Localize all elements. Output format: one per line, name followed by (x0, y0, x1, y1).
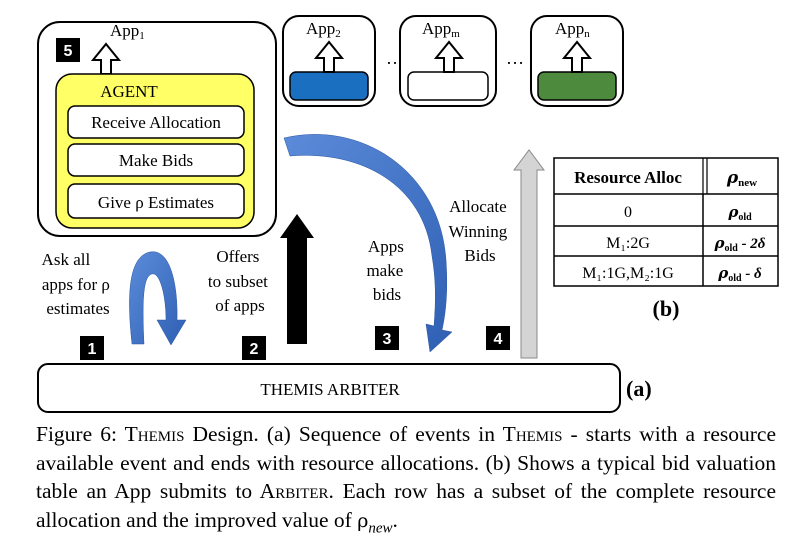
agent-item-label: Make Bids (119, 151, 193, 170)
appm-label: Appm (422, 19, 460, 40)
step-2-text: Offers to subset of apps (208, 247, 272, 315)
appm-up-arrow (433, 40, 465, 73)
app1-up-arrow (90, 42, 122, 75)
caption-label: Figure 6: (36, 422, 125, 446)
step-5-number: 5 (64, 43, 73, 60)
step-1-text: Ask all apps for ρ estimates (42, 250, 115, 318)
step-4-badge (486, 326, 510, 350)
table-cell-value: ρold - 2δ (713, 234, 765, 254)
app2-agent-block (289, 71, 369, 101)
figure-caption: Figure 6: Themis Design. (a) Sequence of… (36, 420, 776, 542)
step-3-badge (375, 326, 399, 350)
step-1-badge (80, 336, 104, 360)
caption-text: Design. (a) Sequence of events in (184, 422, 503, 446)
table-header-rho-new: ρnew (726, 168, 757, 189)
caption-themis: Themis (502, 422, 563, 446)
agent-item-give-estimates (67, 183, 245, 219)
app1-label: App1 (110, 21, 145, 42)
caption-text: - starts with a resource available event… (36, 422, 776, 503)
agent-item-receive-allocation (67, 105, 245, 139)
appn-agent-block (537, 71, 617, 101)
step-4-up-arrow (513, 149, 545, 359)
appn-up-arrow (561, 40, 593, 73)
caption-rho-new: ρnew (357, 509, 393, 536)
step-4-text: Allocate Winning Bids (448, 197, 511, 265)
step-2-up-arrow (280, 214, 314, 344)
table-cell-alloc: 0 (624, 204, 632, 221)
arbiter-label: THEMIS ARBITER (260, 380, 400, 399)
step-1-curved-arrow (129, 251, 187, 346)
table-cell-alloc: M₁:2G (606, 235, 650, 252)
part-b-label: (b) (653, 296, 680, 321)
appm-agent-block (407, 71, 489, 101)
step-4-number: 4 (494, 331, 503, 348)
step-3-curved-arrow (283, 134, 453, 353)
part-a-label: (a) (626, 376, 652, 401)
step-1-number: 1 (88, 341, 97, 358)
step-2-number: 2 (250, 341, 259, 358)
step-5-badge (56, 38, 80, 62)
table-cell-value: ρold - δ (717, 264, 762, 284)
appn-label: Appn (555, 19, 590, 40)
agent-title: AGENT (100, 82, 158, 101)
themis-arbiter-box (37, 363, 621, 413)
step-2-badge (242, 336, 266, 360)
caption-text: . (392, 507, 398, 532)
app2-label: App2 (306, 19, 341, 40)
step-3-number: 3 (383, 331, 392, 348)
agent-item-label: Receive Allocation (91, 113, 221, 132)
table-cell-alloc: M₁:1G,M₂:1G (582, 265, 674, 282)
caption-text: . Each row has a subset of the complete … (36, 479, 776, 532)
app2-up-arrow (313, 40, 345, 73)
agent-item-make-bids (67, 143, 245, 177)
caption-arbiter: Arbiter (259, 479, 329, 503)
agent-item-label: Give ρ Estimates (98, 193, 214, 212)
table-header-resource-alloc: Resource Alloc (574, 168, 682, 187)
caption-themis: Themis (124, 422, 185, 446)
table-cell-value: ρold (727, 203, 752, 223)
ellipsis: … (506, 48, 524, 68)
bid-valuation-table: Resource Alloc ρnew 0 ρold M₁:2G ρold - … (553, 157, 779, 287)
step-3-text: Apps make bids (366, 237, 408, 304)
